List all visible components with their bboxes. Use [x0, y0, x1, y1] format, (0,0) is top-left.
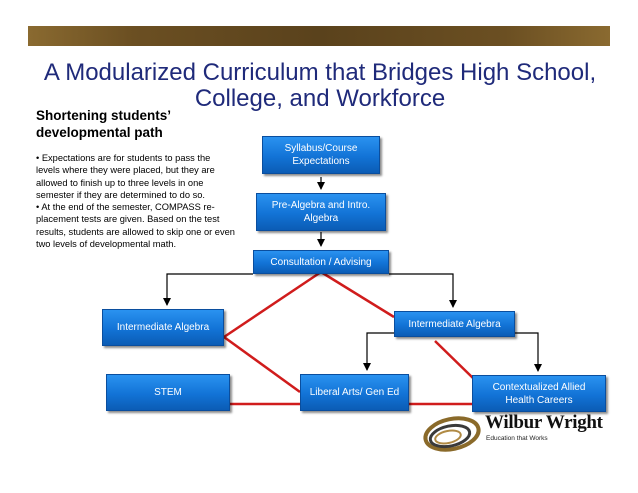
sidebar-bullet-2: • At the end of the semester, COMPASS re… [36, 202, 235, 250]
slide-title: A Modularized Curriculum that Bridges Hi… [43, 59, 597, 112]
node-stem: STEM [106, 374, 230, 411]
sidebar-heading: Shortening students’ developmental path [36, 108, 171, 140]
sidebar-bullet-1: • Expectations are for students to pass … [36, 153, 215, 200]
arrow-inter-right-liberal [363, 332, 394, 371]
node-intermediate-algebra-left: Intermediate Algebra [102, 309, 224, 346]
arrow-consult-inter-right [389, 273, 457, 308]
red-line-left-down [223, 335, 301, 394]
red-line-right-down [320, 270, 395, 319]
swoosh-logo-icon [423, 416, 481, 452]
node-intermediate-algebra-right: Intermediate Algebra [394, 311, 515, 337]
wilbur-wright-logo: Wilbur Wright Education that Works [418, 410, 608, 456]
node-liberal-arts: Liberal Arts/ Gen Ed [300, 374, 409, 411]
node-consultation: Consultation / Advising [253, 250, 389, 274]
top-decorative-bar [28, 26, 610, 46]
black-arrows [163, 177, 542, 372]
arrow-inter-right-health [515, 332, 542, 372]
red-line-right-bottom [434, 340, 476, 381]
sidebar-body: • Expectations are for students to pass … [36, 152, 236, 250]
red-line-left-up [223, 270, 322, 339]
logo-name: Wilbur Wright [485, 412, 603, 433]
red-connectors [223, 270, 476, 406]
logo-tagline: Education that Works [486, 435, 548, 442]
node-syllabus: Syllabus/Course Expectations [262, 136, 380, 174]
node-prealgebra: Pre-Algebra and Intro. Algebra [256, 193, 386, 231]
arrow-consult-inter-left [163, 273, 253, 306]
node-allied-health: Contextualized Allied Health Careers [472, 375, 606, 412]
